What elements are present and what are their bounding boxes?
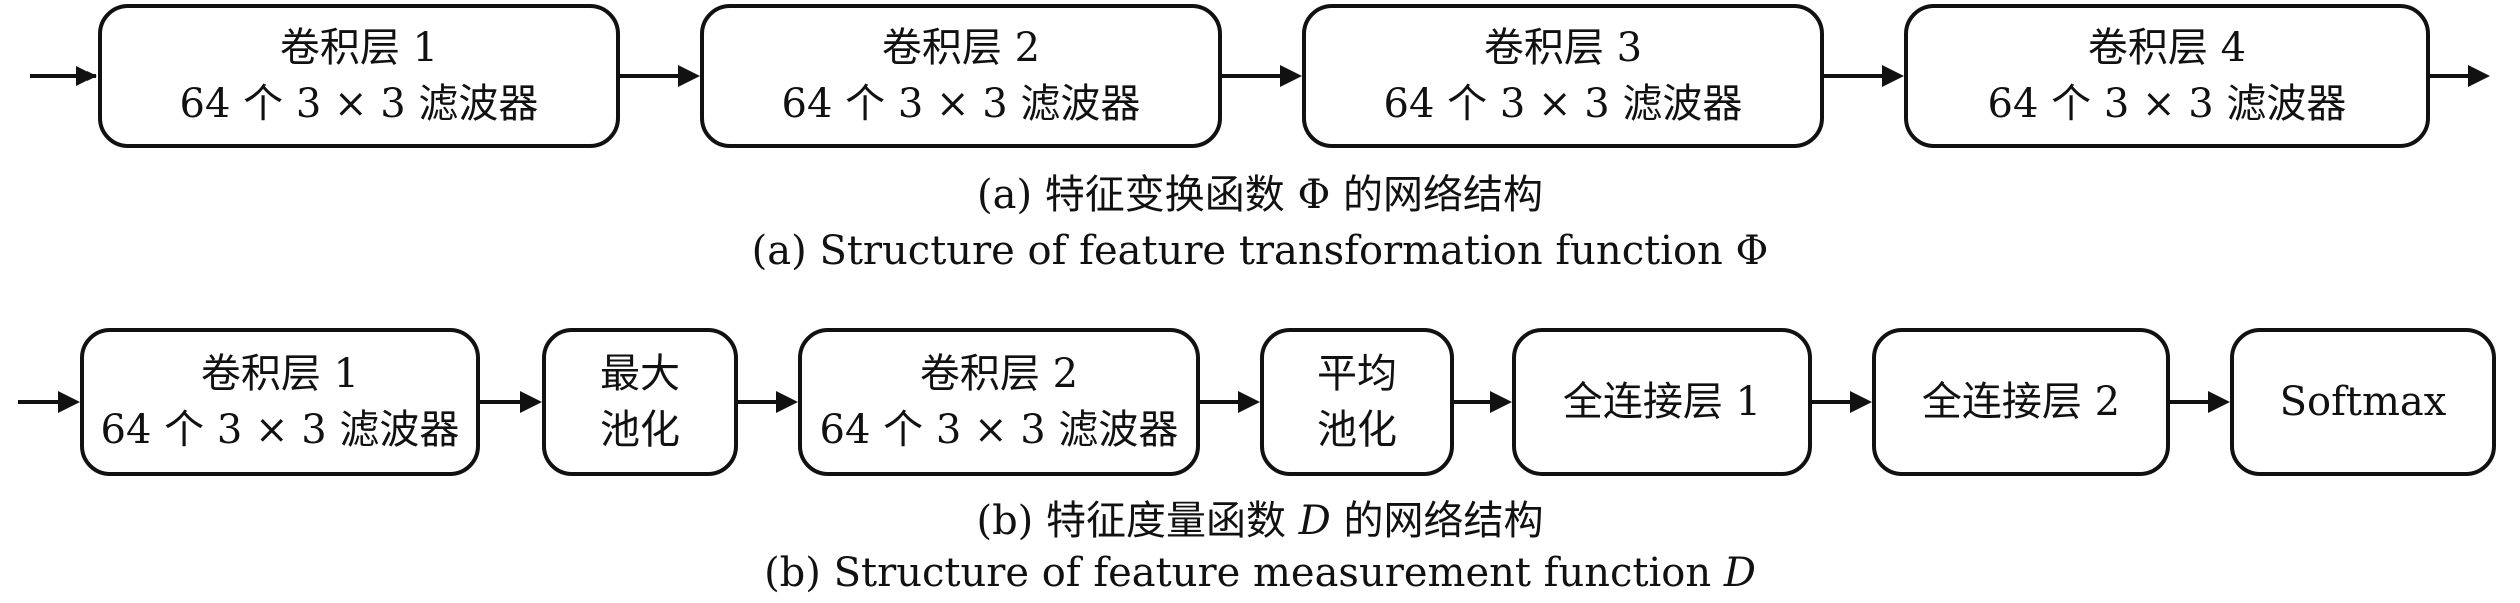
caption-b-english: (b) Structure of feature measurement fun… (0, 548, 2520, 598)
box-title: 卷积层 1 (279, 25, 439, 71)
box-title: 全连接层 1 (1562, 379, 1762, 425)
fc-layer-box: 全连接层 1 (1512, 328, 1812, 476)
box-title: 平均 (1317, 351, 1397, 397)
box-title: Softmax (2279, 379, 2447, 425)
box-detail: 池化 (600, 407, 680, 453)
conv-layer-box: 卷积层 2 64 个 3 × 3 滤波器 (700, 4, 1222, 148)
box-title: 卷积层 2 (919, 351, 1079, 397)
row-a-arrows (30, 65, 2490, 87)
box-title: 卷积层 2 (881, 25, 1041, 71)
conv-layer-box: 卷积层 3 64 个 3 × 3 滤波器 (1302, 4, 1824, 148)
box-detail: 64 个 3 × 3 滤波器 (179, 81, 539, 127)
caption-b-cn-suffix: 的网络结构 (1330, 498, 1544, 544)
caption-b-en-prefix: (b) Structure of feature measurement fun… (764, 550, 1724, 596)
caption-b-cn-prefix: (b) 特征度量函数 (976, 498, 1299, 544)
conv-layer-box: 卷积层 2 64 个 3 × 3 滤波器 (798, 328, 1200, 476)
softmax-box: Softmax (2230, 328, 2496, 476)
box-title: 全连接层 2 (1921, 379, 2121, 425)
box-title: 卷积层 1 (200, 351, 360, 397)
box-title: 卷积层 3 (1483, 25, 1643, 71)
row-b-arrows (18, 391, 2230, 413)
box-detail: 64 个 3 × 3 滤波器 (819, 407, 1179, 453)
conv-layer-box: 卷积层 4 64 个 3 × 3 滤波器 (1904, 4, 2430, 148)
caption-a-english: (a) Structure of feature transformation … (751, 228, 1769, 274)
box-detail: 池化 (1317, 407, 1397, 453)
box-detail: 64 个 3 × 3 滤波器 (100, 407, 460, 453)
max-pooling-box: 最大 池化 (542, 328, 738, 476)
box-title: 最大 (600, 351, 680, 397)
fc-layer-box: 全连接层 2 (1872, 328, 2170, 476)
caption-b-chinese: (b) 特征度量函数 D 的网络结构 (0, 496, 2520, 546)
avg-pooling-box: 平均 池化 (1260, 328, 1454, 476)
caption-b-cn-symbol: D (1298, 498, 1331, 544)
conv-layer-box: 卷积层 1 64 个 3 × 3 滤波器 (98, 4, 620, 148)
conv-layer-box: 卷积层 1 64 个 3 × 3 滤波器 (80, 328, 480, 476)
caption-b-en-symbol: D (1723, 550, 1756, 596)
box-detail: 64 个 3 × 3 滤波器 (1987, 81, 2347, 127)
box-detail: 64 个 3 × 3 滤波器 (1383, 81, 1743, 127)
box-detail: 64 个 3 × 3 滤波器 (781, 81, 1141, 127)
caption-a-chinese: (a) 特征变换函数 Φ 的网络结构 (977, 172, 1543, 218)
box-title: 卷积层 4 (2087, 25, 2247, 71)
